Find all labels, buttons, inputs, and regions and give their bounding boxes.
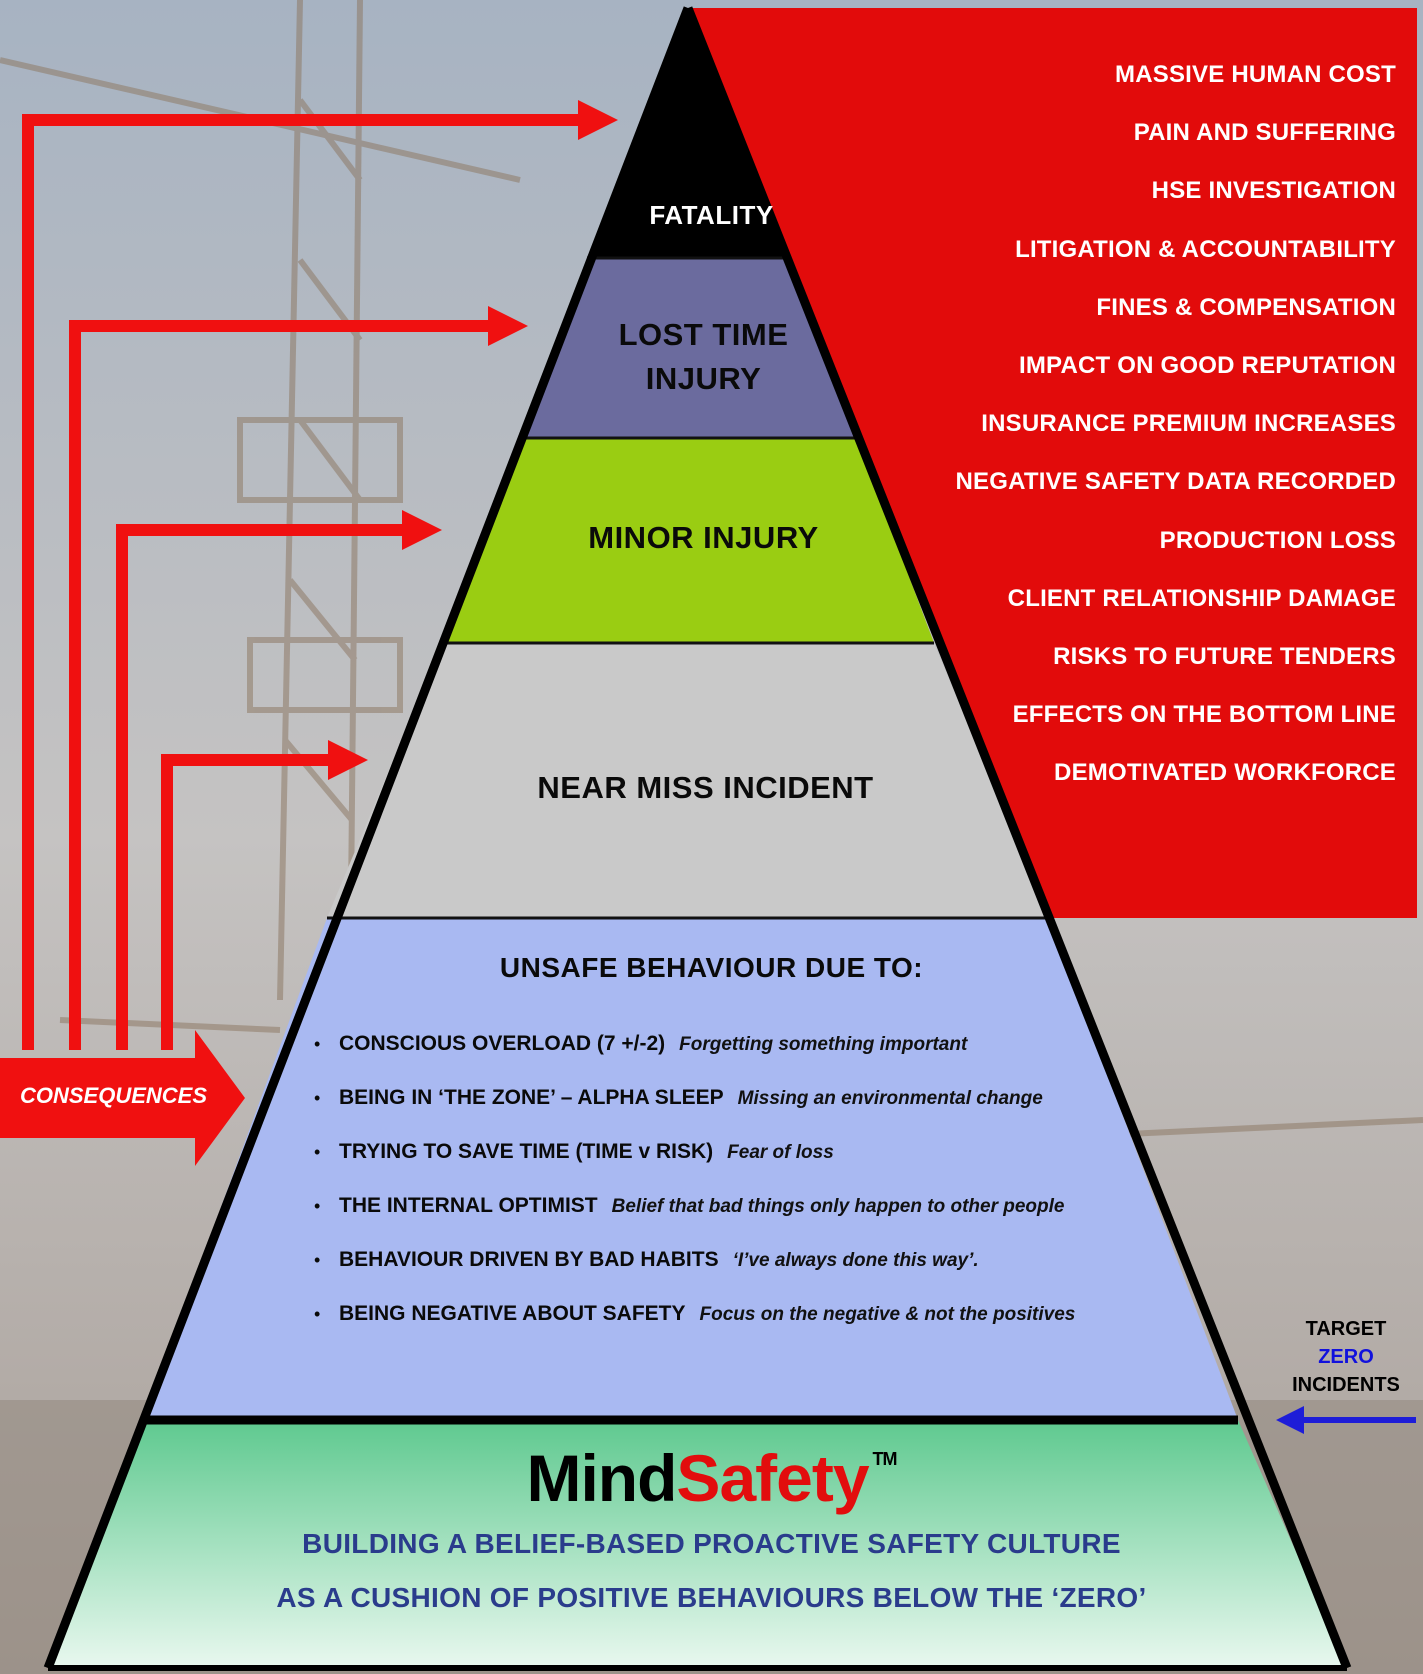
target-arrow-head xyxy=(1276,1406,1304,1434)
tier-foundation xyxy=(48,1420,1347,1668)
consequence-item: MASSIVE HUMAN COST xyxy=(1115,61,1396,88)
unsafe-behaviour-item: • THE INTERNAL OPTIMIST Belief that bad th… xyxy=(314,1194,1075,1248)
behaviour-cause: BEING NEGATIVE ABOUT SAFETY xyxy=(339,1302,686,1325)
label-lost-time-injury: LOST TIME INJURY xyxy=(618,317,789,396)
consequence-item: HSE INVESTIGATION xyxy=(1151,177,1396,205)
behaviour-cause: CONSCIOUS OVERLOAD (7 +/-2) xyxy=(339,1032,666,1055)
consequence-item: INSURANCE PREMIUM INCREASES xyxy=(981,410,1396,438)
tier-minor-injury xyxy=(442,438,934,643)
behaviour-effect: Belief that bad things only happen to ot… xyxy=(611,1196,1065,1217)
unsafe-behaviour-item: • TRYING TO SAVE TIME (TIME v RISK) Fear o… xyxy=(314,1140,1075,1194)
consequence-item: NEGATIVE SAFETY DATA RECORDED xyxy=(955,468,1396,496)
target-line-1: TARGET xyxy=(1305,1318,1387,1340)
unsafe-behaviour-item: • CONSCIOUS OVERLOAD (7 +/-2) Forgetting s… xyxy=(314,1032,1075,1086)
target-zero-incidents: TARGET ZERO INCIDENTS xyxy=(1276,1315,1416,1399)
bullet-icon: • xyxy=(314,1304,321,1324)
consequence-item: LITIGATION & ACCOUNTABILITY xyxy=(1015,235,1396,263)
bullet-icon: • xyxy=(314,1088,321,1108)
tier-near-miss-incident xyxy=(327,643,1048,918)
brand-safety: Safety xyxy=(676,1441,869,1515)
brand-mind: Mind xyxy=(526,1441,677,1515)
behaviour-cause: TRYING TO SAVE TIME (TIME v RISK) xyxy=(339,1140,714,1163)
arrow-to-fatality xyxy=(22,114,585,1050)
behaviour-cause: BEING IN ‘THE ZONE’ – ALPHA SLEEP xyxy=(339,1086,724,1109)
trademark-symbol: TM xyxy=(872,1449,898,1469)
unsafe-behaviour-item: • BEHAVIOUR DRIVEN BY BAD HABITS ‘I’ve alw… xyxy=(314,1248,1075,1302)
bullet-icon: • xyxy=(314,1142,321,1162)
consequence-item: EFFECTS ON THE BOTTOM LINE xyxy=(1012,701,1396,729)
consequence-item: DEMOTIVATED WORKFORCE xyxy=(1054,759,1396,787)
consequence-item: RISKS TO FUTURE TENDERS xyxy=(1053,642,1396,670)
label-fatality: FATALITY xyxy=(649,200,774,230)
behaviour-effect: Missing an environmental change xyxy=(737,1088,1043,1109)
bullet-icon: • xyxy=(314,1034,321,1054)
consequences-list: MASSIVE HUMAN COST PAIN AND SUFFERING HSE … xyxy=(956,58,1397,814)
unsafe-behaviour-heading: UNSAFE BEHAVIOUR DUE TO: xyxy=(499,952,924,983)
behaviour-effect: Focus on the negative & not the positive… xyxy=(699,1304,1076,1325)
behaviour-effect: ‘I’ve always done this way’. xyxy=(732,1250,979,1271)
tier-lost-time-injury xyxy=(519,258,857,438)
consequence-item: CLIENT RELATIONSHIP DAMAGE xyxy=(1007,584,1396,612)
target-line-3: INCIDENTS xyxy=(1292,1374,1400,1396)
tagline-1: BUILDING A BELIEF-BASED PROACTIVE SAFETY… xyxy=(302,1528,1121,1559)
label-near-miss-incident: NEAR MISS INCIDENT xyxy=(537,770,874,805)
consequence-item: IMPACT ON GOOD REPUTATION xyxy=(1019,351,1396,379)
tier-dividers xyxy=(327,256,1048,920)
bullet-icon: • xyxy=(314,1196,321,1216)
label-minor-injury: MINOR INJURY xyxy=(588,520,819,555)
consequences-arrow xyxy=(0,1030,245,1166)
consequence-item: PAIN AND SUFFERING xyxy=(1133,119,1396,147)
unsafe-behaviour-list: • CONSCIOUS OVERLOAD (7 +/-2) Forgetting s… xyxy=(314,1032,1075,1356)
arrow-to-minor-injury xyxy=(116,524,410,1050)
target-line-2: ZERO xyxy=(1318,1346,1374,1368)
pyramid-outline-left xyxy=(43,6,693,1670)
tier-unsafe-behaviour xyxy=(143,918,1238,1420)
arrow-to-fatality-head xyxy=(578,100,618,140)
consequence-item: PRODUCTION LOSS xyxy=(1159,526,1396,554)
arrow-to-near-miss-incident xyxy=(161,754,335,1050)
arrow-to-near-miss-incident-head xyxy=(328,740,368,780)
pyramid-outline-right xyxy=(683,6,1352,1670)
behaviour-cause: BEHAVIOUR DRIVEN BY BAD HABITS xyxy=(339,1248,719,1271)
consequence-item: FINES & COMPENSATION xyxy=(1096,293,1396,321)
unsafe-behaviour-item: • BEING NEGATIVE ABOUT SAFETY Focus on the… xyxy=(314,1302,1075,1356)
behaviour-cause: THE INTERNAL OPTIMIST xyxy=(339,1194,598,1217)
unsafe-behaviour-item: • BEING IN ‘THE ZONE’ – ALPHA SLEEP Missin… xyxy=(314,1086,1075,1140)
arrow-to-lost-time-injury xyxy=(69,320,495,1050)
behaviour-effect: Forgetting something important xyxy=(679,1034,968,1055)
tier-fatality xyxy=(587,8,789,258)
consequences-label: CONSEQUENCES xyxy=(20,1083,208,1108)
consequences-panel xyxy=(688,8,1417,918)
behaviour-effect: Fear of loss xyxy=(727,1142,834,1163)
bullet-icon: • xyxy=(314,1250,321,1270)
arrow-to-lost-time-injury-head xyxy=(488,306,528,346)
arrow-to-minor-injury-head xyxy=(402,510,442,550)
tagline-2: AS A CUSHION OF POSITIVE BEHAVIOURS BELO… xyxy=(276,1582,1147,1613)
